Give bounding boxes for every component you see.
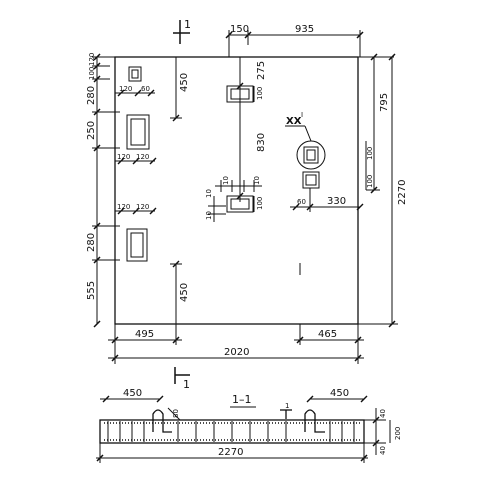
opening-top-left — [128, 66, 142, 82]
dim-120e: 120 — [136, 203, 149, 211]
dim-120b: 120 — [117, 153, 130, 161]
inner-dimensions: 120 60 120 120 120 120 — [115, 57, 374, 324]
dim-10a: 10 — [222, 176, 230, 185]
dim-120d: 120 — [117, 203, 130, 211]
plan-view: 1 150 935 — [86, 18, 408, 364]
section-mark-top: 1 — [173, 18, 191, 44]
dim-280a: 280 — [86, 86, 97, 105]
dim-450-right: 450 — [330, 388, 349, 399]
dim-250: 250 — [86, 121, 97, 140]
dim-450b: 450 — [179, 283, 190, 302]
dim-330: 330 — [327, 196, 346, 207]
top-dimension: 150 935 — [225, 24, 364, 57]
slab-section — [99, 419, 365, 444]
dim-795: 795 — [379, 93, 390, 112]
dim-450a: 450 — [179, 73, 190, 92]
section-mark-inner-label: 1 — [285, 402, 289, 410]
right-dimension: 795 2270 — [358, 53, 408, 328]
dim-2020: 2020 — [224, 347, 249, 358]
dim-100b: 100 — [256, 197, 264, 210]
section-mark-bottom: 1 — [174, 367, 190, 391]
section-title: 1–1 — [232, 393, 252, 406]
section-mark-top-label: 1 — [184, 18, 191, 31]
dim-60a: 60 — [297, 198, 306, 206]
left-dimension: 100 120 280 250 280 555 — [86, 53, 120, 328]
dim-120a: 120 — [119, 85, 132, 93]
dim-2270-section: 2270 — [218, 447, 243, 458]
detail-mark-sup: I — [301, 111, 303, 119]
opening-right-top — [296, 140, 326, 170]
opening-mid-left — [126, 114, 150, 150]
dim-100c: 100 — [366, 175, 374, 188]
dim-2270-plan: 2270 — [397, 180, 408, 205]
lifting-loop-right — [304, 409, 325, 433]
dim-465: 465 — [318, 329, 337, 340]
dim-40a: 40 — [379, 409, 387, 418]
dim-120: 120 — [88, 53, 96, 66]
dim-100a: 100 — [256, 87, 264, 100]
section-view: 1 1–1 450 450 80 1 — [96, 367, 402, 463]
dim-40b: 40 — [379, 446, 387, 455]
dim-100d: 100 — [366, 147, 374, 160]
dim-450-left: 450 — [123, 388, 142, 399]
dim-10c: 10 — [205, 189, 213, 198]
dim-10b: 10 — [253, 176, 261, 185]
slab-outline — [114, 56, 359, 325]
bottom-dimension: 495 465 2020 — [108, 324, 364, 364]
opening-right-low — [302, 171, 320, 189]
lifting-loop-left — [152, 409, 172, 433]
section-rebar — [107, 421, 355, 442]
dim-60c: 60 — [141, 85, 150, 93]
detail-mark: XX — [286, 116, 302, 127]
dim-935: 935 — [295, 24, 314, 35]
dim-495: 495 — [135, 329, 154, 340]
dim-10d: 10 — [205, 211, 213, 220]
dim-80: 80 — [172, 409, 180, 418]
opening-low-left — [126, 228, 148, 262]
dim-830: 830 — [256, 133, 267, 152]
dim-280b: 280 — [86, 233, 97, 252]
section-mark-left-label: 1 — [183, 378, 190, 391]
dim-200: 200 — [394, 427, 402, 440]
dim-120c: 120 — [136, 153, 149, 161]
dim-555: 555 — [86, 281, 97, 300]
dim-150: 150 — [230, 24, 249, 35]
dim-100: 100 — [88, 67, 96, 80]
dim-275: 275 — [256, 61, 267, 80]
